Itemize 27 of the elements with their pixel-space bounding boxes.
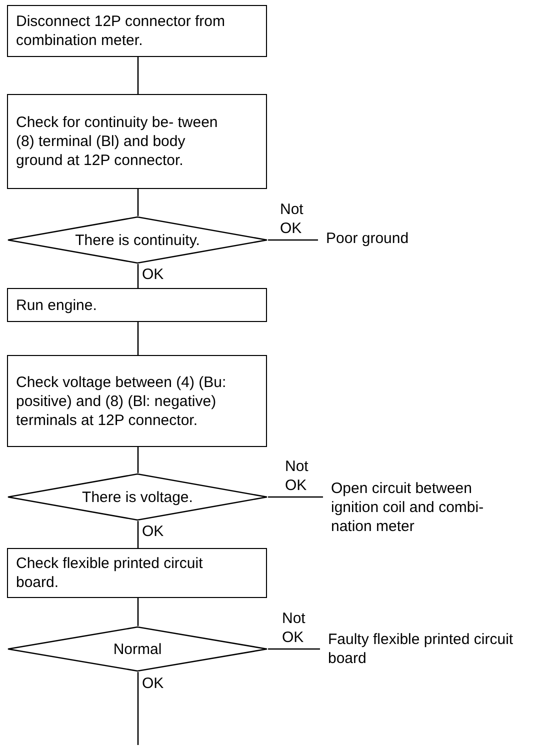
connector-line [137,447,139,473]
decision-text: There is continuity. [75,230,200,250]
connector-line [137,189,139,216]
step-text: Check for continuity be- tween (8) terminal (Bl) and body ground at 12P connector. [16,113,219,170]
connector-line [268,648,320,650]
process-box [7,94,267,189]
process-box [7,548,267,598]
step-text: Run engine. [16,296,98,314]
step-text: Check voltage between (4) (Bu: positive) and (8) (Bl: negative) terminals at 12P connector. [16,372,228,430]
connector-line [268,239,318,241]
connector-line [137,57,139,94]
connector-line [137,264,139,288]
connector-line [137,521,139,548]
step-text: Check flexible printed circuit board. [16,554,204,592]
connector-line [137,322,139,355]
connector-line [137,672,139,745]
decision-text: There is voltage. [82,488,193,506]
connector-line [268,496,323,498]
decision-text: Normal [113,640,162,658]
connector-line [137,598,139,626]
step-text: Disconnect 12P connector from combination meter. [16,12,226,50]
process-box [7,288,267,322]
result-text: Open circuit between ignition coil and combi- nation meter [331,479,485,536]
result-text: Poor ground [326,229,410,248]
result-text: Faulty flexible printed circuit board [328,630,514,668]
process-box [7,5,267,57]
process-box [7,355,267,447]
